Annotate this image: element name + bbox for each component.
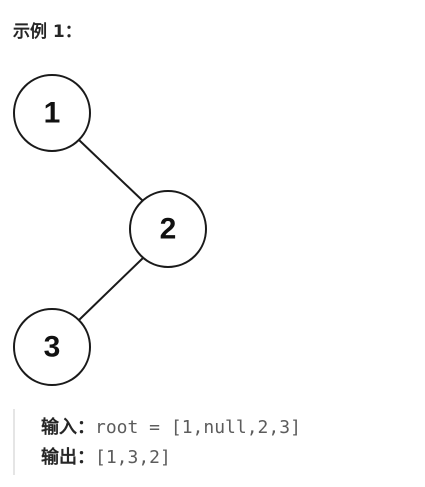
tree-node-2-circle (129, 190, 207, 268)
example-heading: 示例 1： (13, 22, 82, 42)
example-io-block: 输入：root = [1,null,2,3] 输出：[1,3,2] (13, 409, 403, 475)
tree-node-3-label: 3 (44, 331, 61, 364)
edge-2-to-3 (78, 257, 144, 321)
tree-node-3: 3 (13, 308, 91, 386)
edge-1-to-2 (78, 139, 144, 202)
tree-node-3-circle (13, 308, 91, 386)
tree-node-1-label: 1 (44, 97, 61, 130)
tree-node-2-label: 2 (160, 213, 177, 246)
output-value: [1,3,2] (95, 447, 171, 468)
input-line: 输入：root = [1,null,2,3] (41, 413, 403, 443)
binary-tree-diagram: 1 2 3 (13, 74, 207, 386)
tree-node-2: 2 (129, 190, 207, 268)
output-line: 输出：[1,3,2] (41, 443, 403, 473)
input-label: 输入： (41, 417, 95, 438)
input-value: root = [1,null,2,3] (95, 417, 301, 438)
output-label: 输出： (41, 447, 95, 468)
tree-node-1-circle (13, 74, 91, 152)
tree-node-1: 1 (13, 74, 91, 152)
